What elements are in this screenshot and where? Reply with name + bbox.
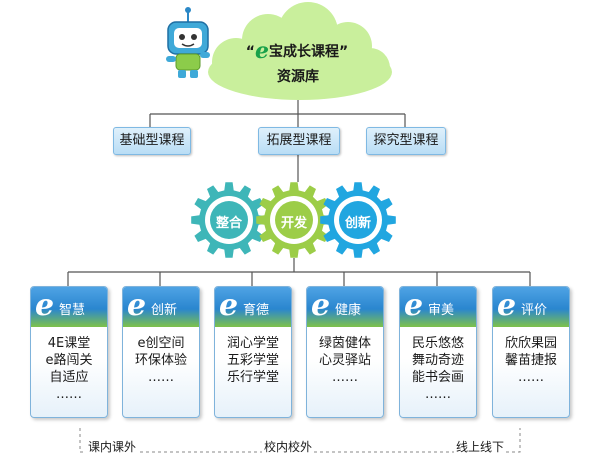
card-line: 环保体验 — [134, 353, 187, 368]
gear-integrate-icon — [191, 182, 267, 258]
card-innovation: e 创新 e创空间 环保体验 …… — [122, 286, 200, 418]
card-header: e 评价 — [493, 287, 569, 327]
card-line: 自适应 — [49, 370, 89, 385]
robot-mascot-icon — [166, 7, 210, 78]
card-title: 育德 — [243, 303, 270, 318]
card-line: 绿茵健体 — [318, 336, 371, 351]
card-line: e路闯关 — [45, 353, 93, 368]
cloud-title: “e宝成长课程” — [222, 38, 372, 64]
gear-label-integrate: 整合 — [215, 216, 242, 231]
card-aesthetics: e 审美 民乐悠悠 舞动奇迹 能书会画 …… — [399, 286, 477, 418]
card-header: e 智慧 — [31, 287, 107, 327]
card-line: …… — [518, 370, 544, 385]
card-line: …… — [332, 370, 358, 385]
tree-lines-bottom — [67, 258, 531, 286]
card-title: 健康 — [335, 303, 362, 318]
gear-innovate-icon — [320, 182, 396, 258]
bottom-bracket — [79, 428, 521, 453]
card-line: 乐行学堂 — [226, 370, 279, 385]
card-line: 润心学堂 — [226, 336, 279, 351]
e-logo-icon: e — [35, 288, 55, 323]
card-line: 心灵驿站 — [318, 353, 371, 368]
card-line: …… — [148, 370, 174, 385]
e-logo-icon: e — [497, 288, 517, 323]
tree-lines-top — [149, 100, 406, 182]
gears-group — [191, 182, 396, 258]
quote-close: ” — [339, 44, 349, 60]
card-header: e 健康 — [307, 287, 383, 327]
e-logo-letter: e — [255, 38, 269, 64]
card-line: 五彩学堂 — [226, 353, 279, 368]
e-logo-icon: e — [127, 288, 147, 323]
bottom-label-in-out-class: 课内课外 — [86, 438, 139, 455]
quote-open: “ — [245, 44, 255, 60]
card-wisdom: e 智慧 4E课堂 e路闯关 自适应 …… — [30, 286, 108, 418]
card-title: 创新 — [151, 303, 178, 318]
bottom-label-online-offline: 线上线下 — [454, 438, 507, 455]
card-line: …… — [425, 387, 451, 402]
card-line: 舞动奇迹 — [411, 353, 464, 368]
cloud-subtitle: 资源库 — [277, 69, 319, 85]
card-title: 评价 — [521, 303, 548, 318]
e-logo-icon: e — [219, 288, 239, 323]
gear-label-develop: 开发 — [280, 216, 307, 231]
course-type-basic: 基础型课程 — [113, 127, 191, 155]
card-header: e 创新 — [123, 287, 199, 327]
card-line: …… — [56, 387, 82, 402]
e-logo-icon: e — [404, 288, 424, 323]
card-line: 能书会画 — [411, 370, 464, 385]
card-health: e 健康 绿茵健体 心灵驿站 …… — [306, 286, 384, 418]
card-line: e创空间 — [137, 336, 185, 351]
card-title: 智慧 — [59, 303, 86, 318]
cloud-title-text: 宝成长课程 — [269, 44, 339, 60]
card-evaluation: e 评价 欣欣果园 馨苗捷报 …… — [492, 286, 570, 418]
card-line: 馨苗捷报 — [504, 353, 557, 368]
card-header: e 审美 — [400, 287, 476, 327]
card-title: 审美 — [428, 303, 455, 318]
gear-label-innovate: 创新 — [344, 216, 371, 231]
card-line: 4E课堂 — [47, 336, 91, 351]
gear-develop-icon — [256, 182, 332, 258]
bottom-label-in-out-school: 校内校外 — [262, 438, 315, 455]
course-type-inquiry: 探究型课程 — [366, 127, 446, 155]
card-line: 欣欣果园 — [504, 336, 557, 351]
e-logo-icon: e — [311, 288, 331, 323]
card-moral: e 育德 润心学堂 五彩学堂 乐行学堂 — [214, 286, 292, 418]
card-line: 民乐悠悠 — [411, 336, 464, 351]
card-header: e 育德 — [215, 287, 291, 327]
course-type-extended: 拓展型课程 — [258, 127, 340, 155]
cloud-shape — [208, 2, 392, 100]
